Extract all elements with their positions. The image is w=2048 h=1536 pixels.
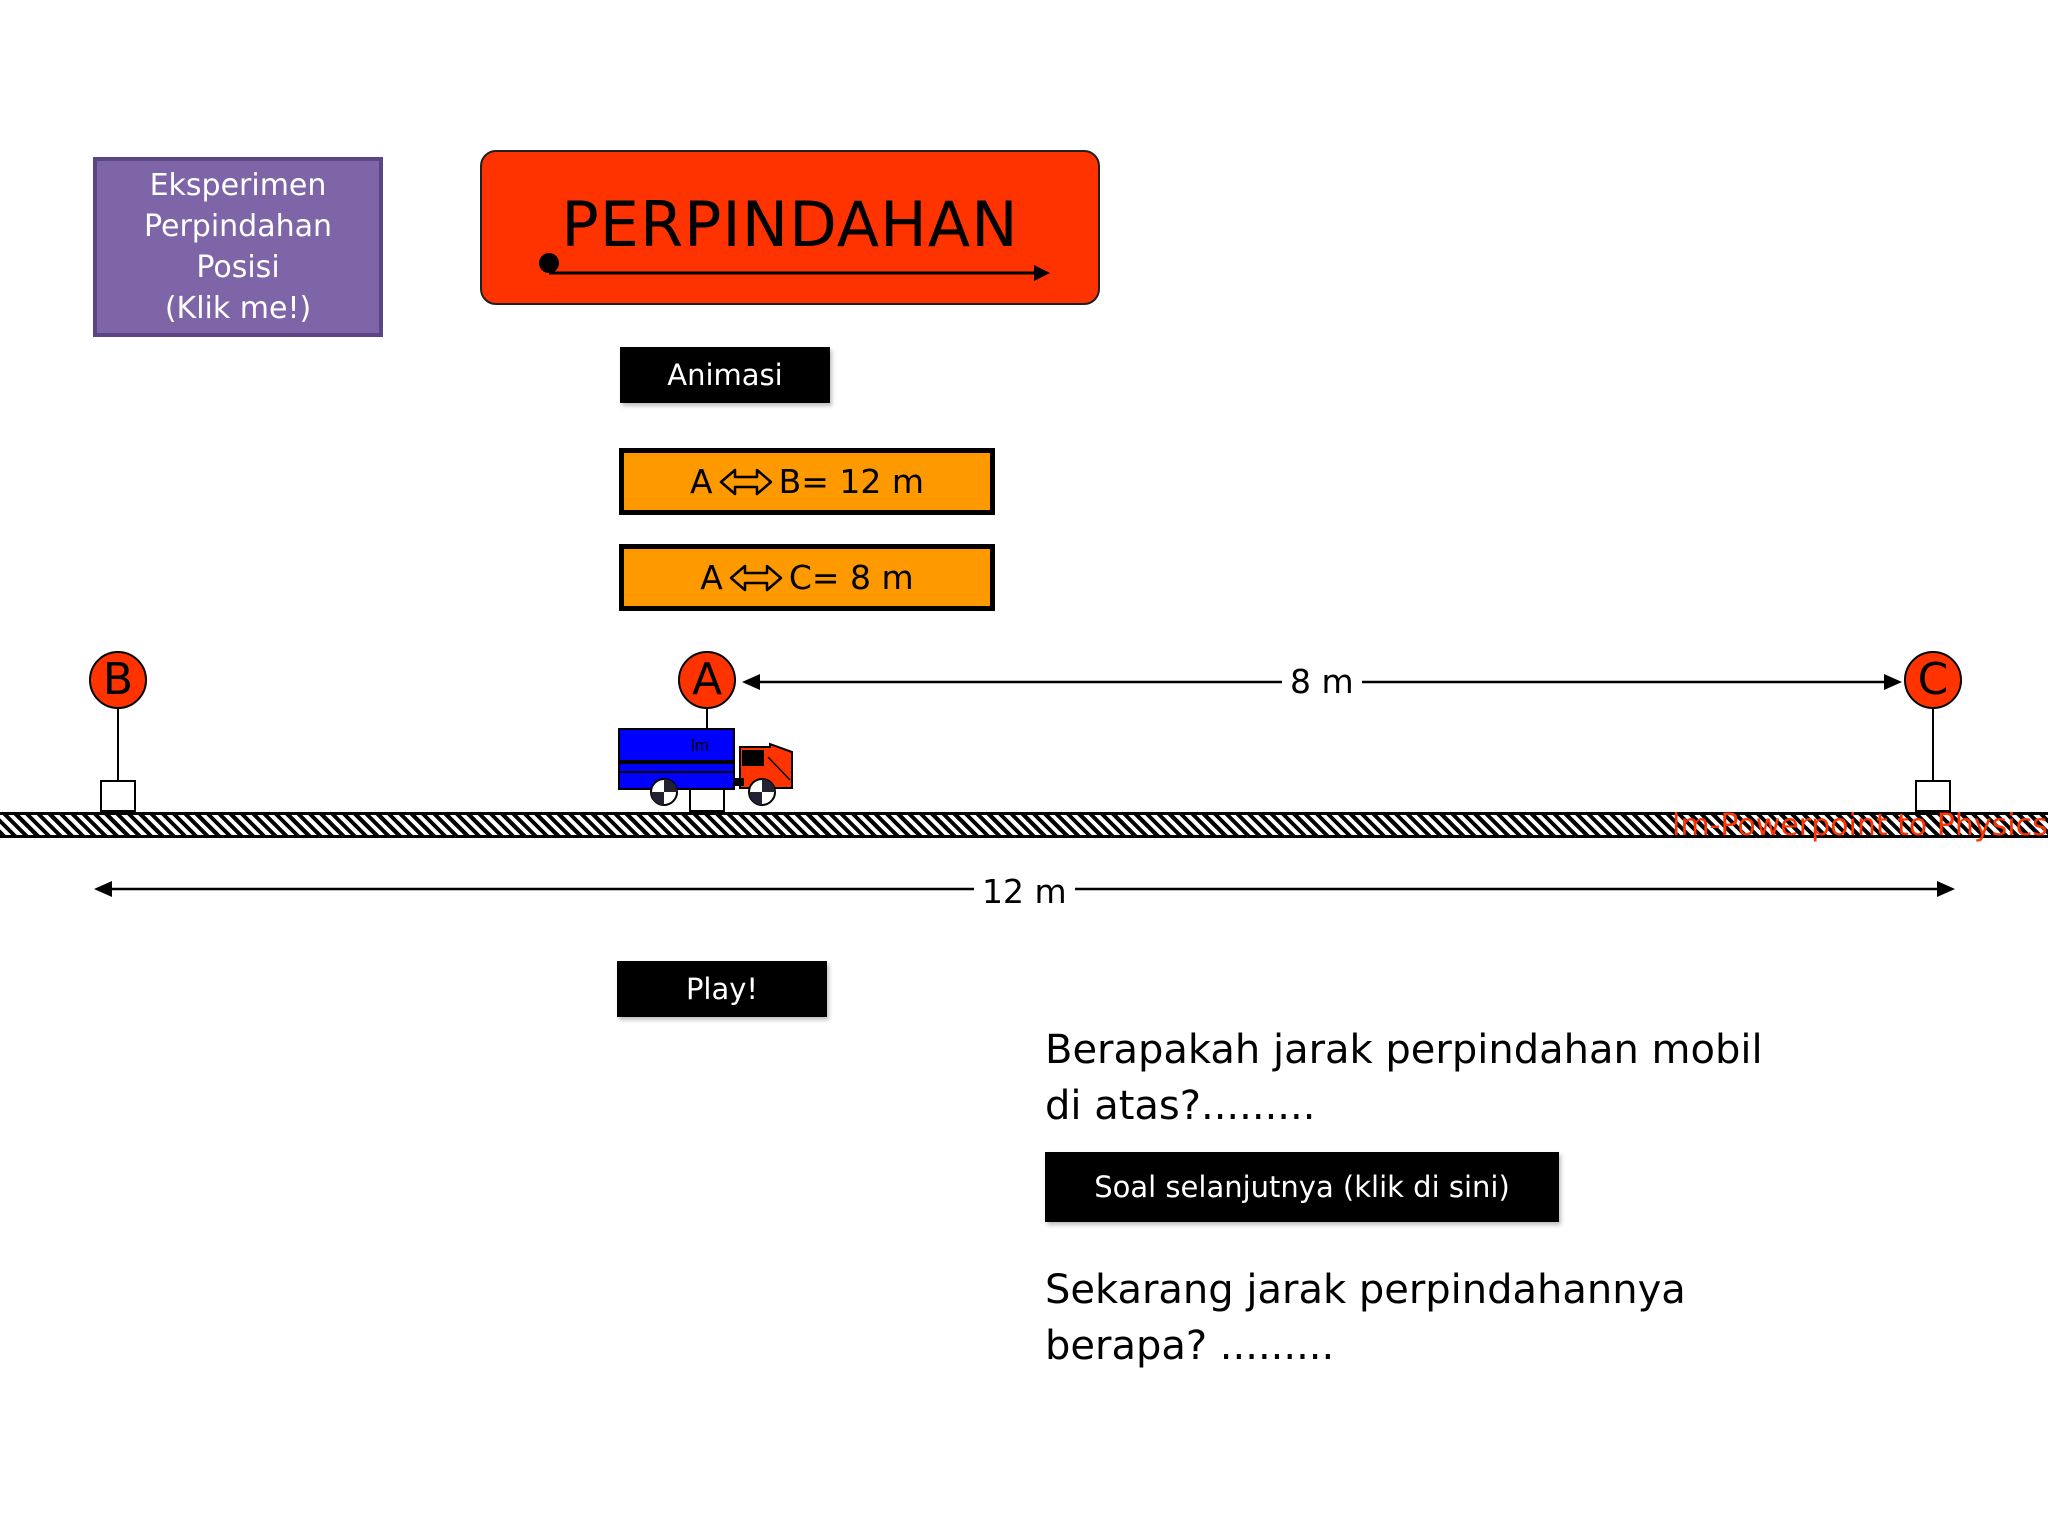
point-b-marker: B (89, 651, 147, 709)
page-title: PERPINDAHAN (561, 188, 1019, 261)
displacement-arrow-icon (539, 253, 1050, 281)
post-base-c (1915, 780, 1951, 812)
distance-ab-button[interactable]: A B= 12 m (619, 448, 995, 515)
experiment-button[interactable]: Eksperimen Perpindahan Posisi (Klik me!) (93, 157, 383, 337)
road (0, 812, 2048, 838)
distance-ac-button[interactable]: A C= 8 m (619, 544, 995, 611)
distance-ab-to: B= 12 m (778, 462, 924, 501)
point-a-marker: A (678, 651, 736, 709)
watermark: lm-Powerpoint to Physics (1672, 808, 2048, 843)
play-button[interactable]: Play! (617, 961, 827, 1017)
question-1: Berapakah jarak perpindahan mobil di ata… (1045, 1027, 1763, 1129)
double-arrow-icon (729, 564, 783, 591)
truck-icon (618, 728, 793, 806)
experiment-line-4: (Klik me!) (164, 291, 312, 326)
double-arrow-icon (719, 468, 772, 495)
dimension-label-bc: 12 m (974, 872, 1075, 911)
title-banner: PERPINDAHAN (480, 150, 1100, 305)
distance-ac-from: A (700, 558, 723, 597)
dimension-label-ac: 8 m (1282, 662, 1362, 701)
post-base-b (100, 780, 136, 812)
experiment-line-3: Posisi (196, 250, 280, 285)
next-question-button[interactable]: Soal selanjutnya (klik di sini) (1045, 1152, 1559, 1222)
experiment-line-2: Perpindahan (143, 209, 333, 244)
question-2: Sekarang jarak perpindahannya berapa? ..… (1045, 1267, 1686, 1369)
distance-ab-from: A (690, 462, 713, 501)
experiment-line-1: Eksperimen (149, 168, 327, 203)
truck-label: lm (691, 736, 709, 755)
distance-ac-to: C= 8 m (788, 558, 914, 597)
animasi-button[interactable]: Animasi (620, 347, 830, 403)
point-c-marker: C (1904, 651, 1962, 709)
